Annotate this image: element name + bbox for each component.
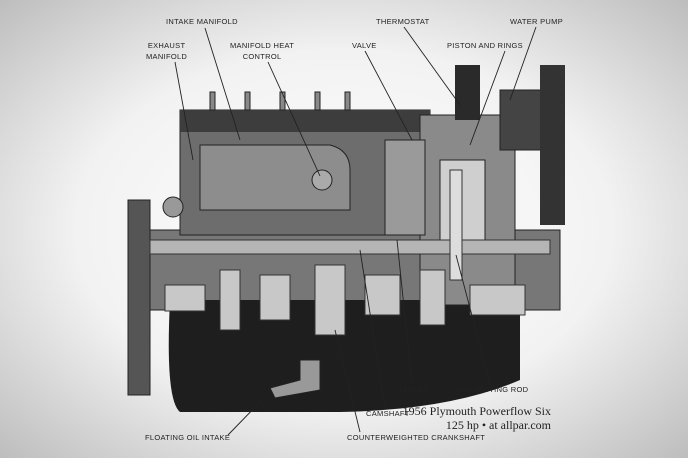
label-counterweighted-crankshaft: COUNTERWEIGHTED CRANKSHAFT [347, 433, 486, 442]
label-connecting-rod: CONNECTING ROD [455, 385, 529, 394]
caption-title: 1956 Plymouth Powerflow Six [402, 404, 551, 418]
label-manifold-heat-line1: MANIFOLD HEAT [230, 41, 295, 50]
label-exhaust-manifold-line1: EXHAUST [147, 41, 186, 50]
label-manifold-heat-line2: CONTROL [242, 52, 282, 61]
label-water-pump: WATER PUMP [510, 17, 563, 26]
label-manifold-heat-control: MANIFOLD HEAT CONTROL [230, 40, 294, 62]
engine-block [127, 65, 565, 412]
label-exhaust-manifold-line2: MANIFOLD [146, 52, 188, 61]
label-valve: VALVE [352, 41, 377, 50]
leader-lines [174, 26, 537, 436]
label-exhaust-manifold: EXHAUST MANIFOLD [146, 40, 187, 62]
label-floating-oil-intake: FLOATING OIL INTAKE [145, 433, 231, 442]
label-tappet: TAPPET [398, 385, 429, 394]
label-thermostat: THERMOSTAT [376, 17, 430, 26]
label-piston-and-rings: PISTON AND RINGS [447, 41, 523, 50]
label-camshaft: CAMSHAFT [366, 409, 410, 418]
caption-subtitle: 125 hp • at allpar.com [445, 418, 551, 432]
label-intake-manifold: INTAKE MANIFOLD [166, 17, 238, 26]
